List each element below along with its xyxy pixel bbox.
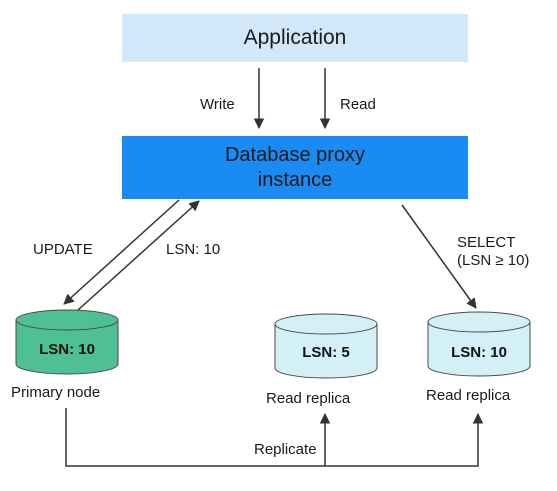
read-replica-1-cylinder: LSN: 5 [274,313,378,379]
database-proxy-box: Database proxy instance [122,136,468,199]
update-label: UPDATE [33,241,93,258]
lsn-return-label: LSN: 10 [166,241,221,258]
write-label: Write [200,96,235,113]
read-replica-2-label: Read replica [426,387,511,404]
primary-node-lsn: LSN: 10 [39,341,95,358]
lsn-return-arrow [77,200,200,311]
application-box: Application [122,14,468,62]
select-arrow [401,204,477,309]
select-label: SELECT (LSN ≥ 10) [457,234,529,270]
read-label: Read [340,96,376,113]
update-arrow [63,199,180,305]
replicate-line [65,408,484,467]
proxy-label-line2: instance [257,168,333,191]
application-label: Application [243,26,347,49]
read-replica-2-lsn: LSN: 10 [451,344,507,361]
proxy-label-line1: Database proxy [224,143,366,166]
read-replica-2-cylinder: LSN: 10 [427,311,531,377]
read-replica-1-label: Read replica [266,390,351,407]
primary-node-cylinder: LSN: 10 [15,309,119,375]
read-replica-1-lsn: LSN: 5 [302,344,350,361]
primary-node-label: Primary node [11,384,101,401]
select-label-line1: SELECT [457,234,516,251]
replicate-label: Replicate [254,441,317,458]
select-label-line2: (LSN ≥ 10) [457,252,530,269]
